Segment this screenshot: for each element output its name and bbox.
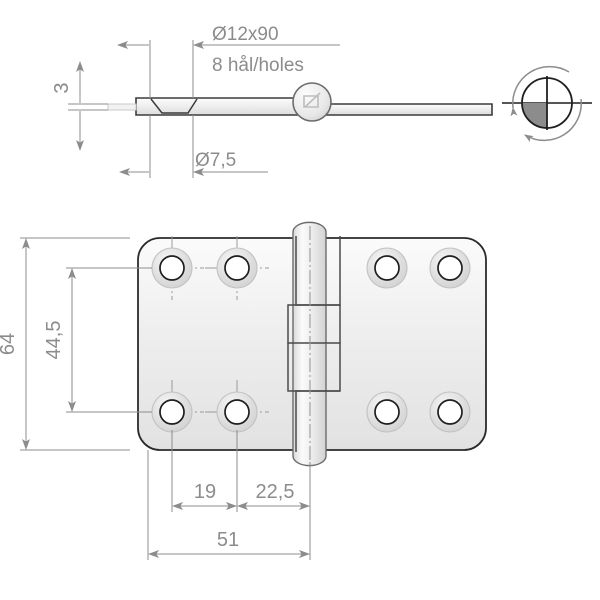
hole-right-top-2 — [429, 247, 471, 289]
hole-bore — [159, 255, 185, 281]
rotation-symbol-view — [502, 65, 592, 143]
hole-bore — [159, 399, 185, 425]
dim-knuckle-offset-label: 22,5 — [256, 481, 295, 503]
profile-left-taper — [107, 103, 137, 111]
dim-total-height-label: 64 — [0, 333, 19, 355]
hole-bore — [374, 399, 400, 425]
rotation-quadrant-shade — [522, 103, 547, 128]
rotation-arrow-icon-top — [510, 65, 570, 117]
dim-total-width-label: 51 — [217, 529, 239, 551]
hole-left-bottom-2 — [205, 380, 269, 444]
dim-thickness: 3 — [51, 61, 108, 151]
profile-view: 3 Ø12x90 8 hål/holes Ø7,5 — [51, 24, 493, 178]
hole-bore — [224, 399, 250, 425]
hole-count-label: 8 hål/holes — [212, 55, 304, 76]
rotation-arrow-icon-bottom — [524, 98, 583, 143]
through-hole-label: Ø7,5 — [195, 150, 236, 171]
profile-knuckle — [292, 82, 332, 122]
dim-hole-pitch-vertical-label: 44,5 — [43, 321, 65, 360]
hole-right-bottom-2 — [429, 391, 471, 433]
hole-bore — [437, 399, 463, 425]
knuckle-barrel — [287, 221, 341, 467]
dim-horizontal-chain: 19 22,5 — [171, 430, 311, 560]
hole-spec-label: Ø12x90 — [212, 24, 279, 45]
dim-hole-pitch-vertical: 44,5 — [43, 267, 152, 413]
pin-mark — [303, 95, 319, 108]
profile-right-leaf — [321, 103, 493, 116]
dim-countersink: Ø12x90 8 hål/holes — [117, 24, 340, 98]
plan-view: 64 44,5 19 22,5 — [0, 221, 487, 560]
dim-total-width: 51 — [147, 450, 310, 560]
knuckle-segment-4 — [295, 390, 340, 452]
dim-total-height: 64 — [0, 237, 130, 451]
hole-right-top-1 — [366, 247, 408, 289]
pin-slash — [304, 92, 321, 108]
hole-right-bottom-1 — [366, 391, 408, 433]
dim-through-hole: Ø7,5 — [119, 115, 268, 178]
hole-bore — [224, 255, 250, 281]
dim-hole-pitch-horizontal-label: 19 — [194, 481, 216, 503]
hole-bore — [374, 255, 400, 281]
barrel-circle — [292, 82, 332, 122]
hole-bore — [437, 255, 463, 281]
hole-left-top-2 — [205, 236, 269, 300]
dim-thickness-label: 3 — [51, 82, 73, 93]
countersink-icon — [150, 98, 198, 114]
